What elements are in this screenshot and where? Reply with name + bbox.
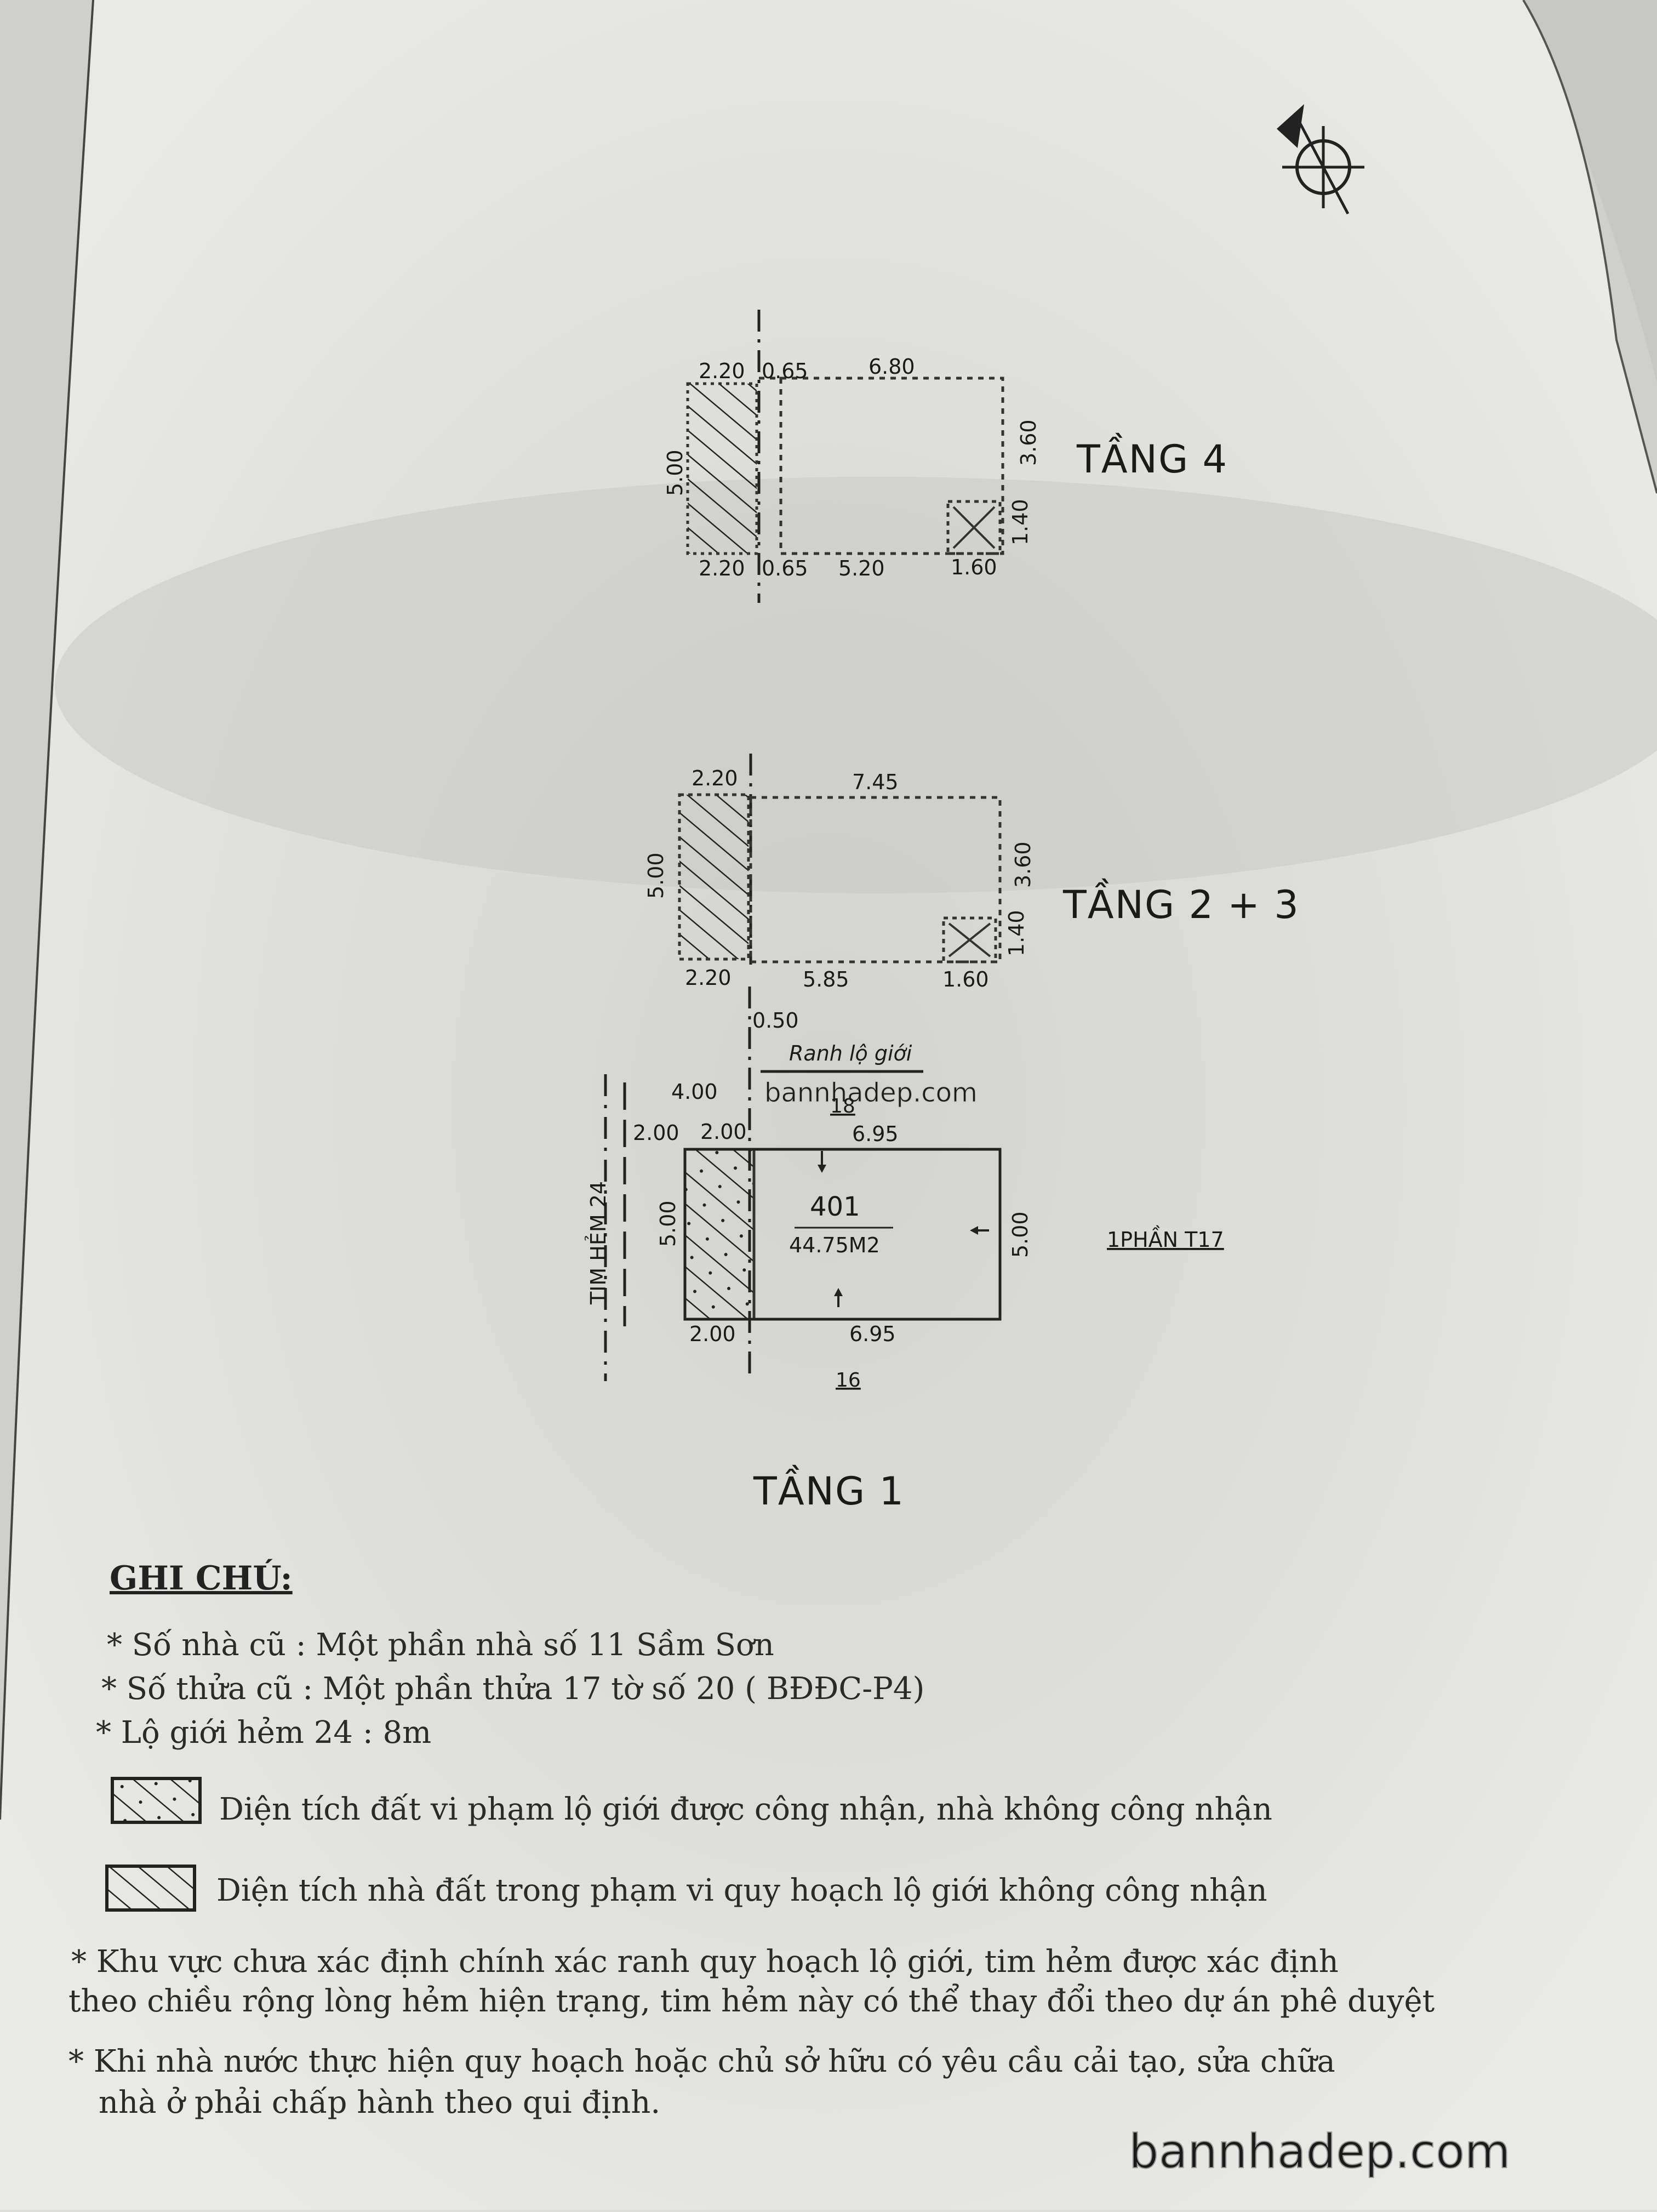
legend-text-1: Diện tích đất vi phạm lộ giới được công …: [219, 1792, 1272, 1827]
right-neighbor-label: 1PHẦN T17: [1107, 1225, 1224, 1252]
floor4-stair-box: [946, 500, 1002, 555]
floor23-left-dim: 5.00: [644, 852, 668, 899]
floor23-right-dim-1: 3.60: [1011, 841, 1035, 888]
alley-centerline-label: TIM HẺM 24: [585, 1181, 610, 1305]
floor1-bottom-dim-1: 2.00: [689, 1322, 736, 1346]
floor1-label: TẦNG 1: [753, 1465, 905, 1514]
floor1-top-left-dim: 4.00: [671, 1080, 718, 1104]
footer-watermark: bannhadep.com: [1129, 2124, 1511, 2179]
floor23-bottom-dim-3: 1.60: [942, 967, 989, 991]
floor1-lot-outline: [683, 1148, 1002, 1321]
back-sheet-corner: [1523, 0, 1657, 384]
floor4-top-dim-3: 6.80: [869, 355, 915, 379]
floor23-right-dim-2: 1.40: [1004, 910, 1029, 956]
floor4-right-dim-1: 3.60: [1016, 419, 1041, 466]
note-paragraph-1: * Khu vực chưa xác định chính xác ranh q…: [71, 1944, 1339, 1980]
floor4-outline: [779, 377, 1004, 555]
floor23-bottom-dim-1: 2.20: [685, 966, 732, 990]
floor23-stair-box: [942, 916, 997, 964]
floor-1-plan: Ranh lộ giới bannhadep.com 4.00 18 2.00 …: [585, 987, 1224, 1514]
note-paragraph-4: nhà ở phải chấp hành theo qui định.: [99, 2085, 660, 2120]
notes-section: GHI CHÚ: * Số nhà cũ : Một phần nhà số 1…: [68, 1559, 1435, 2120]
floor1-top-dim-1: 2.00: [633, 1121, 679, 1145]
floor4-top-dim-1: 2.20: [699, 359, 745, 383]
floor1-left-dim: 5.00: [656, 1200, 680, 1247]
road-boundary-label: Ranh lộ giới: [789, 1041, 912, 1065]
floor1-hatched-area: [683, 1148, 756, 1321]
floor23-top-dim-1: 2.20: [692, 766, 738, 790]
floor23-setback-dim: 0.50: [752, 1008, 799, 1033]
floor4-left-dim: 5.00: [663, 449, 687, 496]
floor1-top-dim-3: 6.95: [852, 1122, 899, 1146]
floor4-label: TẦNG 4: [1076, 433, 1228, 482]
legend-swatch-dotted-hatch: [111, 1777, 202, 1824]
floor23-bottom-dim-2: 5.85: [803, 967, 849, 991]
floor-2-3-plan: 2.20 7.45 2.20 5.85 1.60 5.00 3.60 1.40 …: [644, 754, 1300, 1033]
north-arrow-icon: [1277, 104, 1364, 215]
floor4-bottom-dim-2: 0.65: [762, 556, 808, 580]
floor4-bottom-dim-1: 2.20: [699, 556, 745, 580]
note-paragraph-2: theo chiều rộng lòng hẻm hiện trạng, tim…: [68, 1983, 1435, 2019]
floor23-top-dim-2: 7.45: [852, 770, 899, 794]
floor4-hatched-area: [686, 382, 758, 555]
floor1-right-dim: 5.00: [1008, 1211, 1032, 1258]
note-paragraph-3: * Khi nhà nước thực hiện quy hoạch hoặc …: [68, 2044, 1335, 2079]
floor23-outline: [749, 796, 1002, 964]
legend-text-2: Diện tích nhà đất trong phạm vi quy hoạc…: [216, 1873, 1267, 1908]
floor4-bottom-dim-3: 5.20: [838, 556, 885, 580]
neighbor-lot-bottom: 16: [836, 1369, 861, 1392]
floor4-bottom-dim-4: 1.60: [951, 555, 997, 579]
note-line-2: * Số thửa cũ : Một phần thửa 17 tờ số 20…: [101, 1671, 924, 1707]
neighbor-lot-top: 18: [830, 1095, 855, 1118]
lot-area: 44.75M2: [789, 1233, 880, 1257]
legend-swatch-hatch: [105, 1865, 196, 1912]
note-line-3: * Lộ giới hẻm 24 : 8m: [96, 1715, 431, 1751]
floor1-top-dim-2: 2.00: [700, 1120, 747, 1144]
floor23-label: TẦNG 2 + 3: [1062, 879, 1300, 927]
floor23-hatched-area: [678, 793, 750, 961]
floor1-bottom-dim-2: 6.95: [849, 1322, 896, 1346]
floor-4-plan: 2.20 0.65 6.80 2.20 0.65 5.20 1.60 5.00 …: [663, 310, 1228, 603]
note-line-1: * Số nhà cũ : Một phần nhà số 11 Sầm Sơn: [107, 1627, 774, 1663]
image-watermark: bannhadep.com: [764, 1078, 978, 1108]
floor4-right-dim-2: 1.40: [1008, 499, 1032, 545]
lot-number: 401: [810, 1191, 860, 1222]
notes-heading: GHI CHÚ:: [110, 1559, 293, 1598]
floor4-top-dim-2: 0.65: [762, 359, 808, 383]
